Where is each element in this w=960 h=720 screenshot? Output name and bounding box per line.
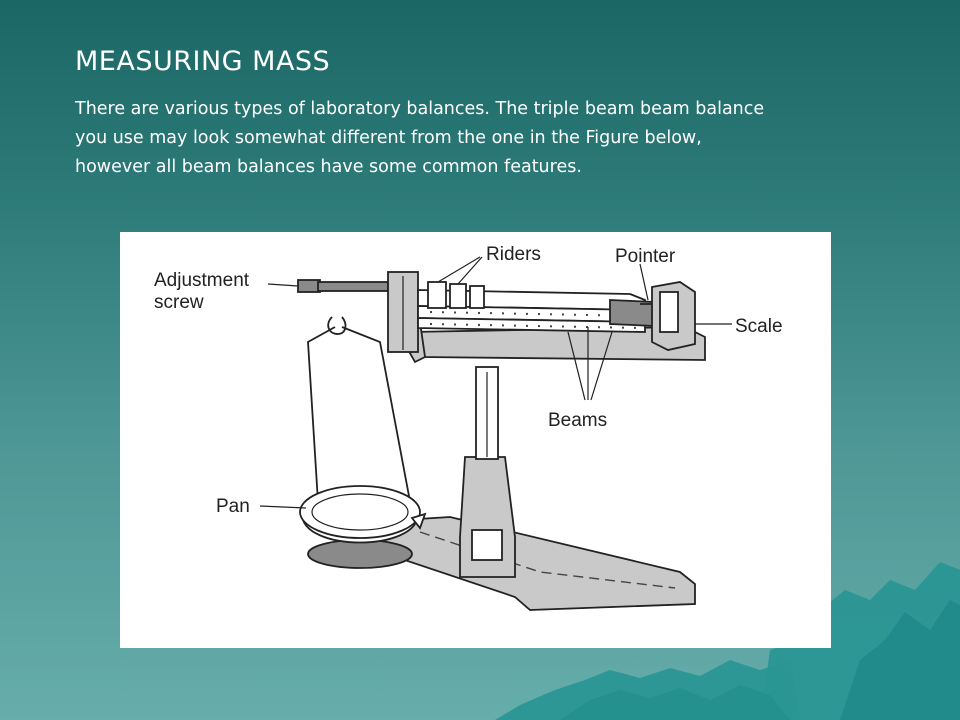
label-adjustment-screw-line2: screw	[154, 292, 204, 313]
pan-holder-hook	[327, 316, 347, 335]
leader-beams-3	[590, 331, 613, 401]
leader-pointer	[639, 263, 649, 301]
balance-pillar-window	[471, 529, 503, 561]
leader-beams-1	[567, 331, 586, 401]
adjustment-screw-rod	[317, 281, 389, 292]
slide-body-text: There are various types of laboratory ba…	[75, 99, 765, 177]
pan-spout	[410, 512, 427, 530]
pan-holder-wire-2	[341, 326, 413, 513]
label-adjustment-screw-line1: Adjustment	[154, 270, 250, 291]
slide-title: MEASURING MASS	[75, 46, 331, 77]
pan-rim	[299, 485, 421, 539]
balance-illustration: Adjustment screw Riders Pointer Scale Be…	[154, 244, 783, 611]
pan-inner	[311, 493, 409, 531]
mountain-range-bottom-shade	[560, 685, 790, 720]
rider-2	[449, 283, 467, 309]
balance-base-dashes	[419, 531, 676, 589]
triple-beam-balance-figure: Adjustment screw Riders Pointer Scale Be…	[120, 232, 831, 648]
label-scale: Scale	[735, 316, 783, 337]
scale-window	[659, 291, 679, 333]
label-riders: Riders	[486, 244, 541, 265]
pan-holder-wire	[307, 326, 336, 503]
adjustment-screw	[297, 279, 321, 293]
leader-adjustment-screw	[267, 283, 299, 287]
leader-pan	[259, 505, 307, 509]
label-beams: Beams	[548, 410, 607, 431]
balance-base	[368, 516, 696, 611]
balance-base-front-edge	[514, 596, 696, 611]
label-pan: Pan	[216, 496, 250, 517]
leader-riders-1	[437, 256, 481, 283]
pan-base	[307, 539, 413, 569]
mountain-range-right-shade	[840, 600, 960, 720]
label-pointer: Pointer	[615, 246, 676, 267]
rider-1	[427, 281, 447, 309]
leader-riders-2	[457, 256, 483, 285]
rider-3	[469, 285, 485, 309]
